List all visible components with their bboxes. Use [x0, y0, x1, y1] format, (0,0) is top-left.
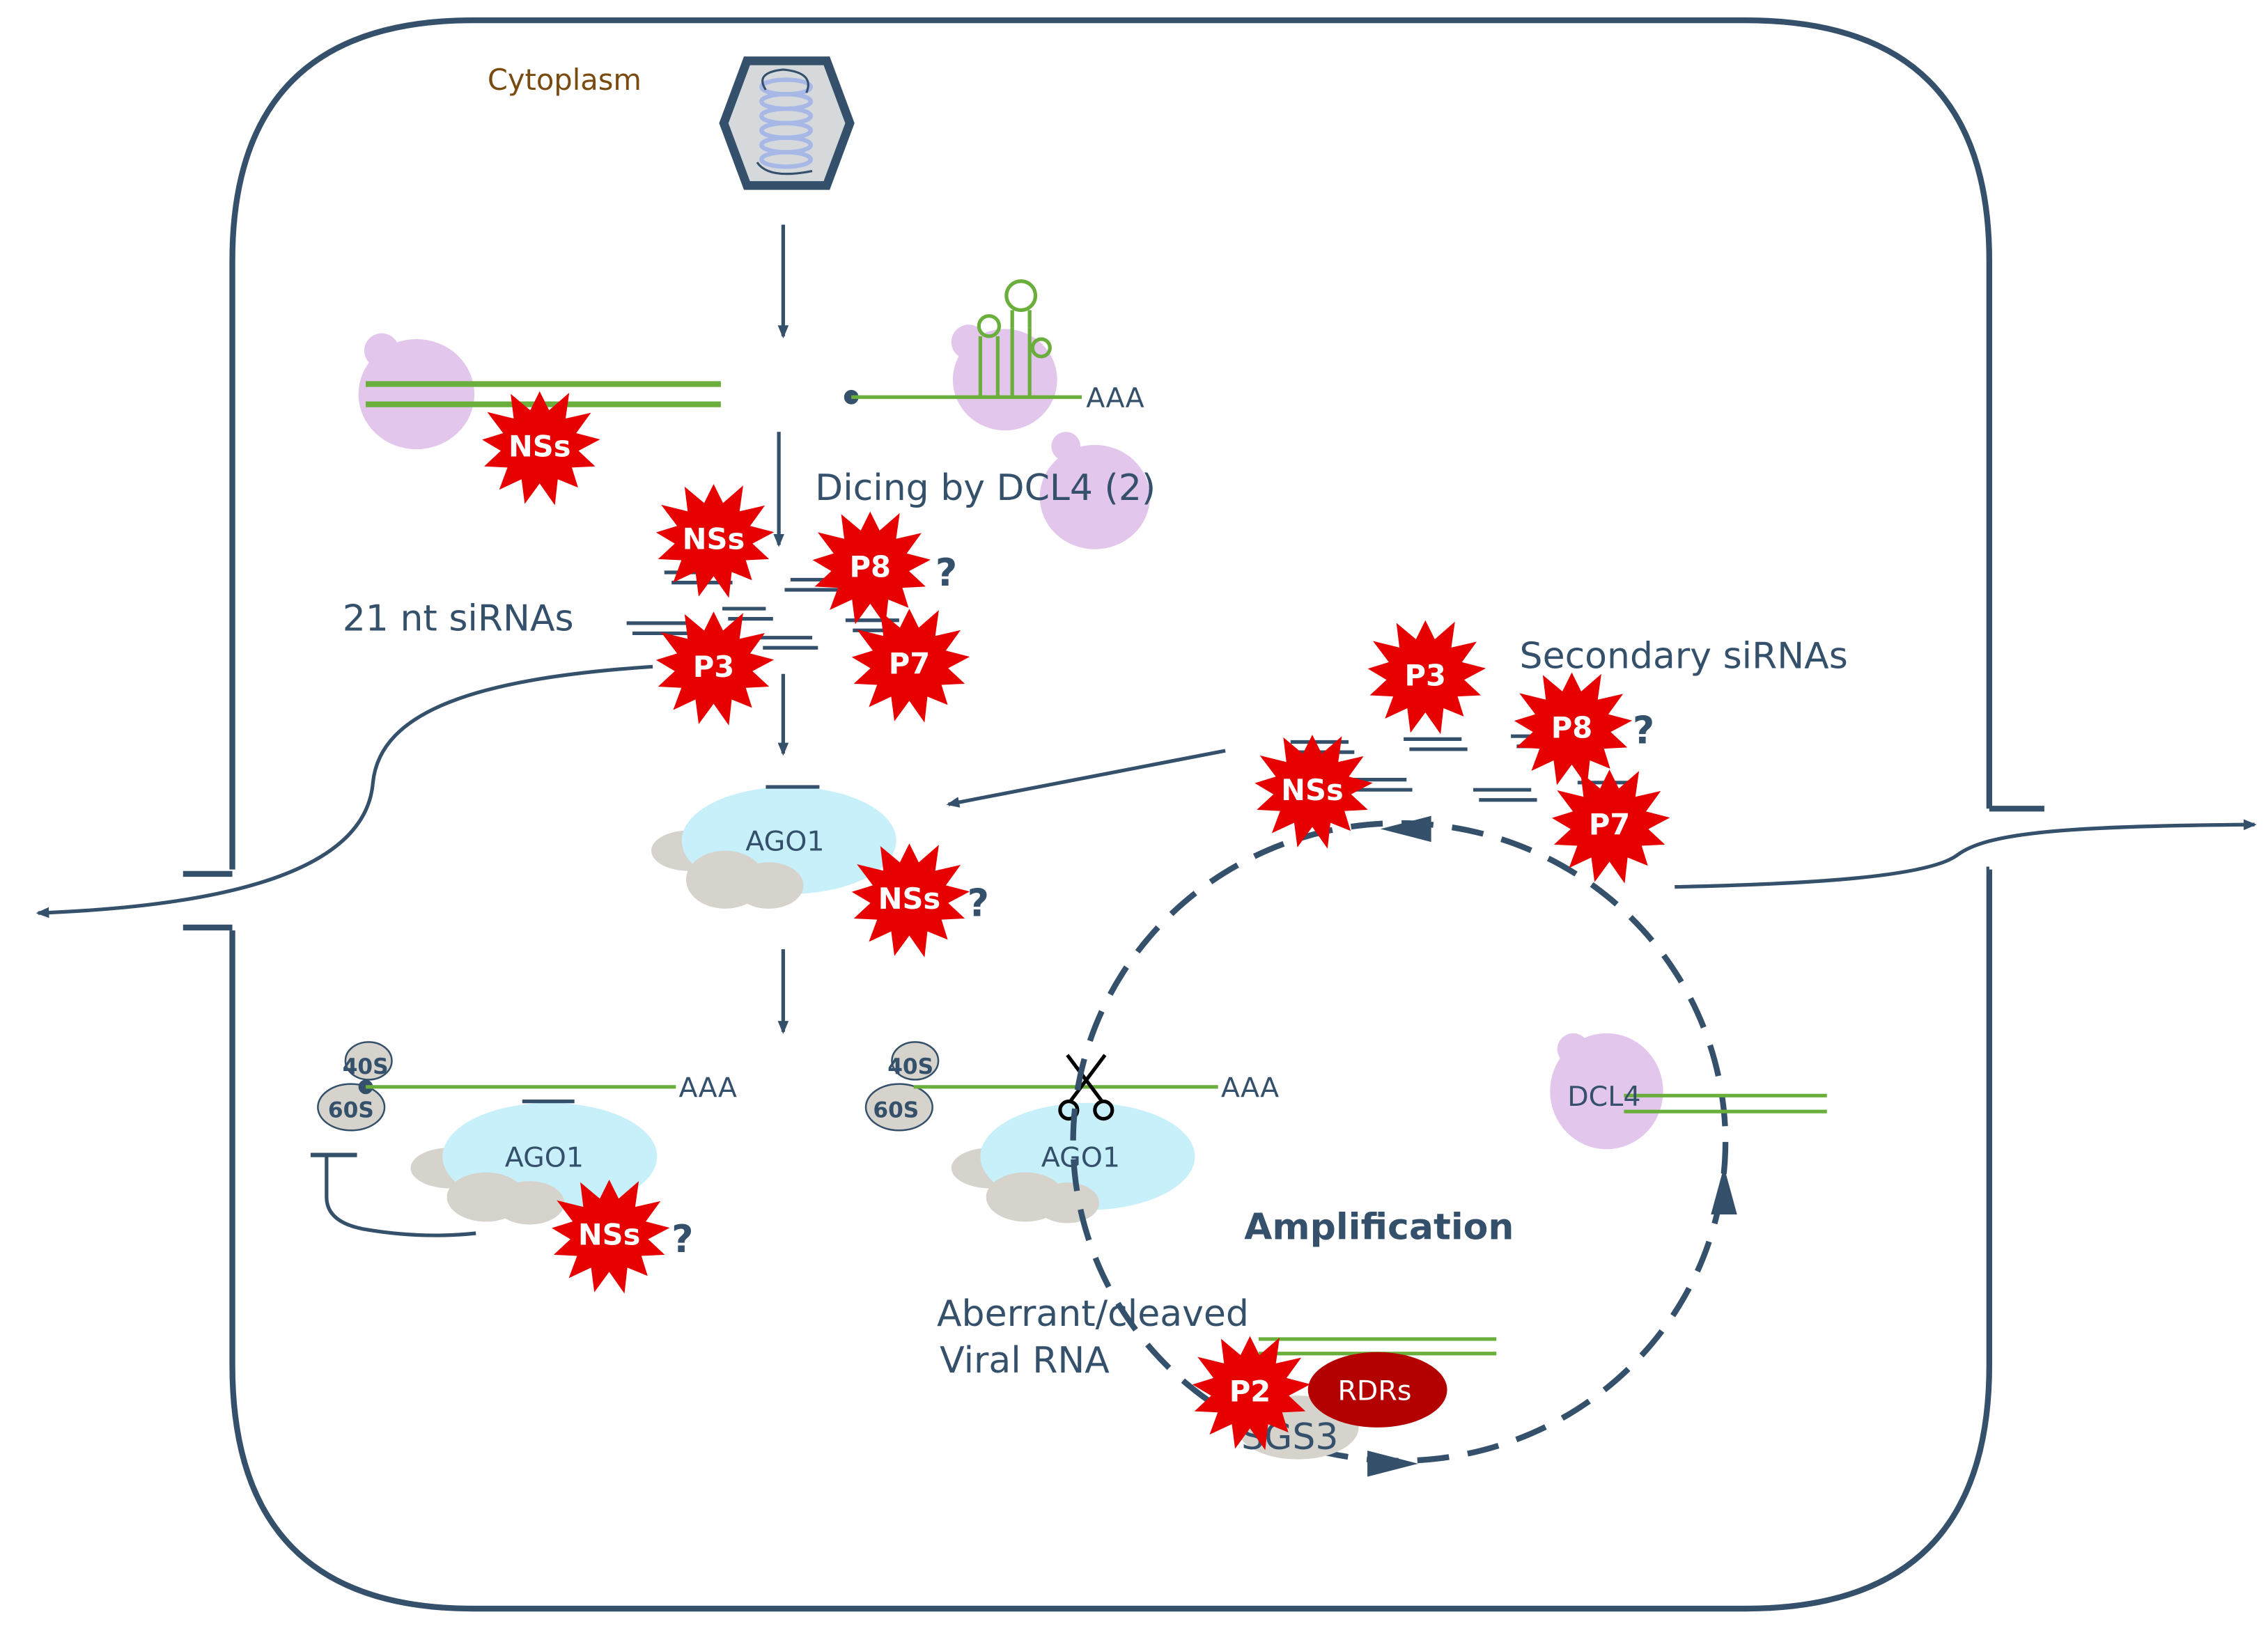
ago1-translation-repression [310, 1041, 676, 1237]
ribosome-40s-mid-label: 40S [887, 1054, 933, 1079]
dicing-label: Dicing by DCL4 (2) [815, 467, 1156, 509]
polya-mid-label: AAA [1221, 1072, 1279, 1104]
question-p8: ? [935, 551, 957, 595]
star-p3-primary-label: P3 [693, 650, 734, 684]
star-p3-secondary-label: P3 [1405, 658, 1446, 692]
virion-icon [719, 56, 855, 190]
star-nss-repression-label: NSs [578, 1218, 641, 1252]
star-nss-ago1: NSs [851, 843, 970, 957]
secondary-sirnas-label: Secondary siRNAs [1520, 635, 1848, 677]
star-nss-ago1-label: NSs [878, 882, 941, 916]
pathway-arrows [773, 224, 789, 1034]
star-p3-primary: P3 [655, 611, 775, 726]
ago1-cleavage-complex [864, 1041, 1218, 1224]
star-p8-secondary-label: P8 [1551, 710, 1592, 744]
star-p7-secondary: P7 [1551, 769, 1670, 884]
star-p7-secondary-label: P7 [1589, 808, 1630, 842]
ago1-left-label: AGO1 [505, 1141, 584, 1173]
star-p3-secondary: P3 [1367, 620, 1486, 735]
star-nss-secondary: NSs [1255, 735, 1373, 849]
star-p2-rdr: P2 [1192, 1336, 1311, 1451]
star-p8-primary: P8 [812, 511, 931, 626]
star-nss-sirna-label: NSs [683, 522, 745, 556]
question-p8-secondary: ? [1633, 709, 1654, 753]
star-p8-secondary: P8 [1514, 672, 1633, 787]
ago1-central-complex [651, 785, 896, 909]
rdrs-label: RDRs [1337, 1375, 1411, 1407]
star-p2-rdr-label: P2 [1229, 1374, 1271, 1408]
ago1-central-label: AGO1 [745, 826, 824, 858]
export-left-arrow [36, 664, 653, 918]
dcl4-label: DCL4 [1567, 1081, 1640, 1113]
cell-membrane [182, 17, 2044, 1612]
hairpin-polya-label: AAA [1086, 382, 1144, 414]
star-nss-secondary-label: NSs [1281, 773, 1344, 807]
ribosome-60s-left-label: 60S [328, 1098, 374, 1123]
polya-left-label: AAA [679, 1072, 737, 1104]
cytoplasm-label: Cytoplasm [488, 63, 642, 97]
export-right-arrow [1675, 819, 2257, 889]
amplification-cycle [1070, 815, 1737, 1477]
aberrant-rna-line1: Aberrant/cleaved [937, 1293, 1249, 1335]
star-p7-primary: P7 [851, 609, 970, 723]
star-nss-dsrna: NSs [482, 391, 600, 506]
question-nss-ago1: ? [968, 881, 989, 925]
amplification-label: Amplification [1244, 1206, 1514, 1248]
star-p8-primary-label: P8 [850, 549, 891, 584]
star-p7-primary-label: P7 [889, 647, 930, 681]
rdr-sgs3-complex [1236, 1337, 1497, 1460]
star-nss-sirna: NSs [655, 484, 775, 598]
aberrant-rna-line2: Viral RNA [940, 1340, 1110, 1382]
star-nss-repression: NSs [552, 1180, 670, 1294]
ribosome-40s-left-label: 40S [343, 1054, 389, 1079]
ago1-mid-label: AGO1 [1041, 1141, 1120, 1173]
ribosome-60s-mid-label: 60S [873, 1098, 919, 1123]
question-nss-left: ? [671, 1217, 693, 1261]
dcl4-right [1550, 1033, 1827, 1150]
sirnas-21nt-label: 21 nt siRNAs [343, 597, 574, 639]
hairpin-rna-dcl4 [844, 279, 1150, 549]
secondary-to-ago1-arrow [946, 749, 1226, 808]
star-nss-dsrna-label: NSs [508, 430, 571, 464]
